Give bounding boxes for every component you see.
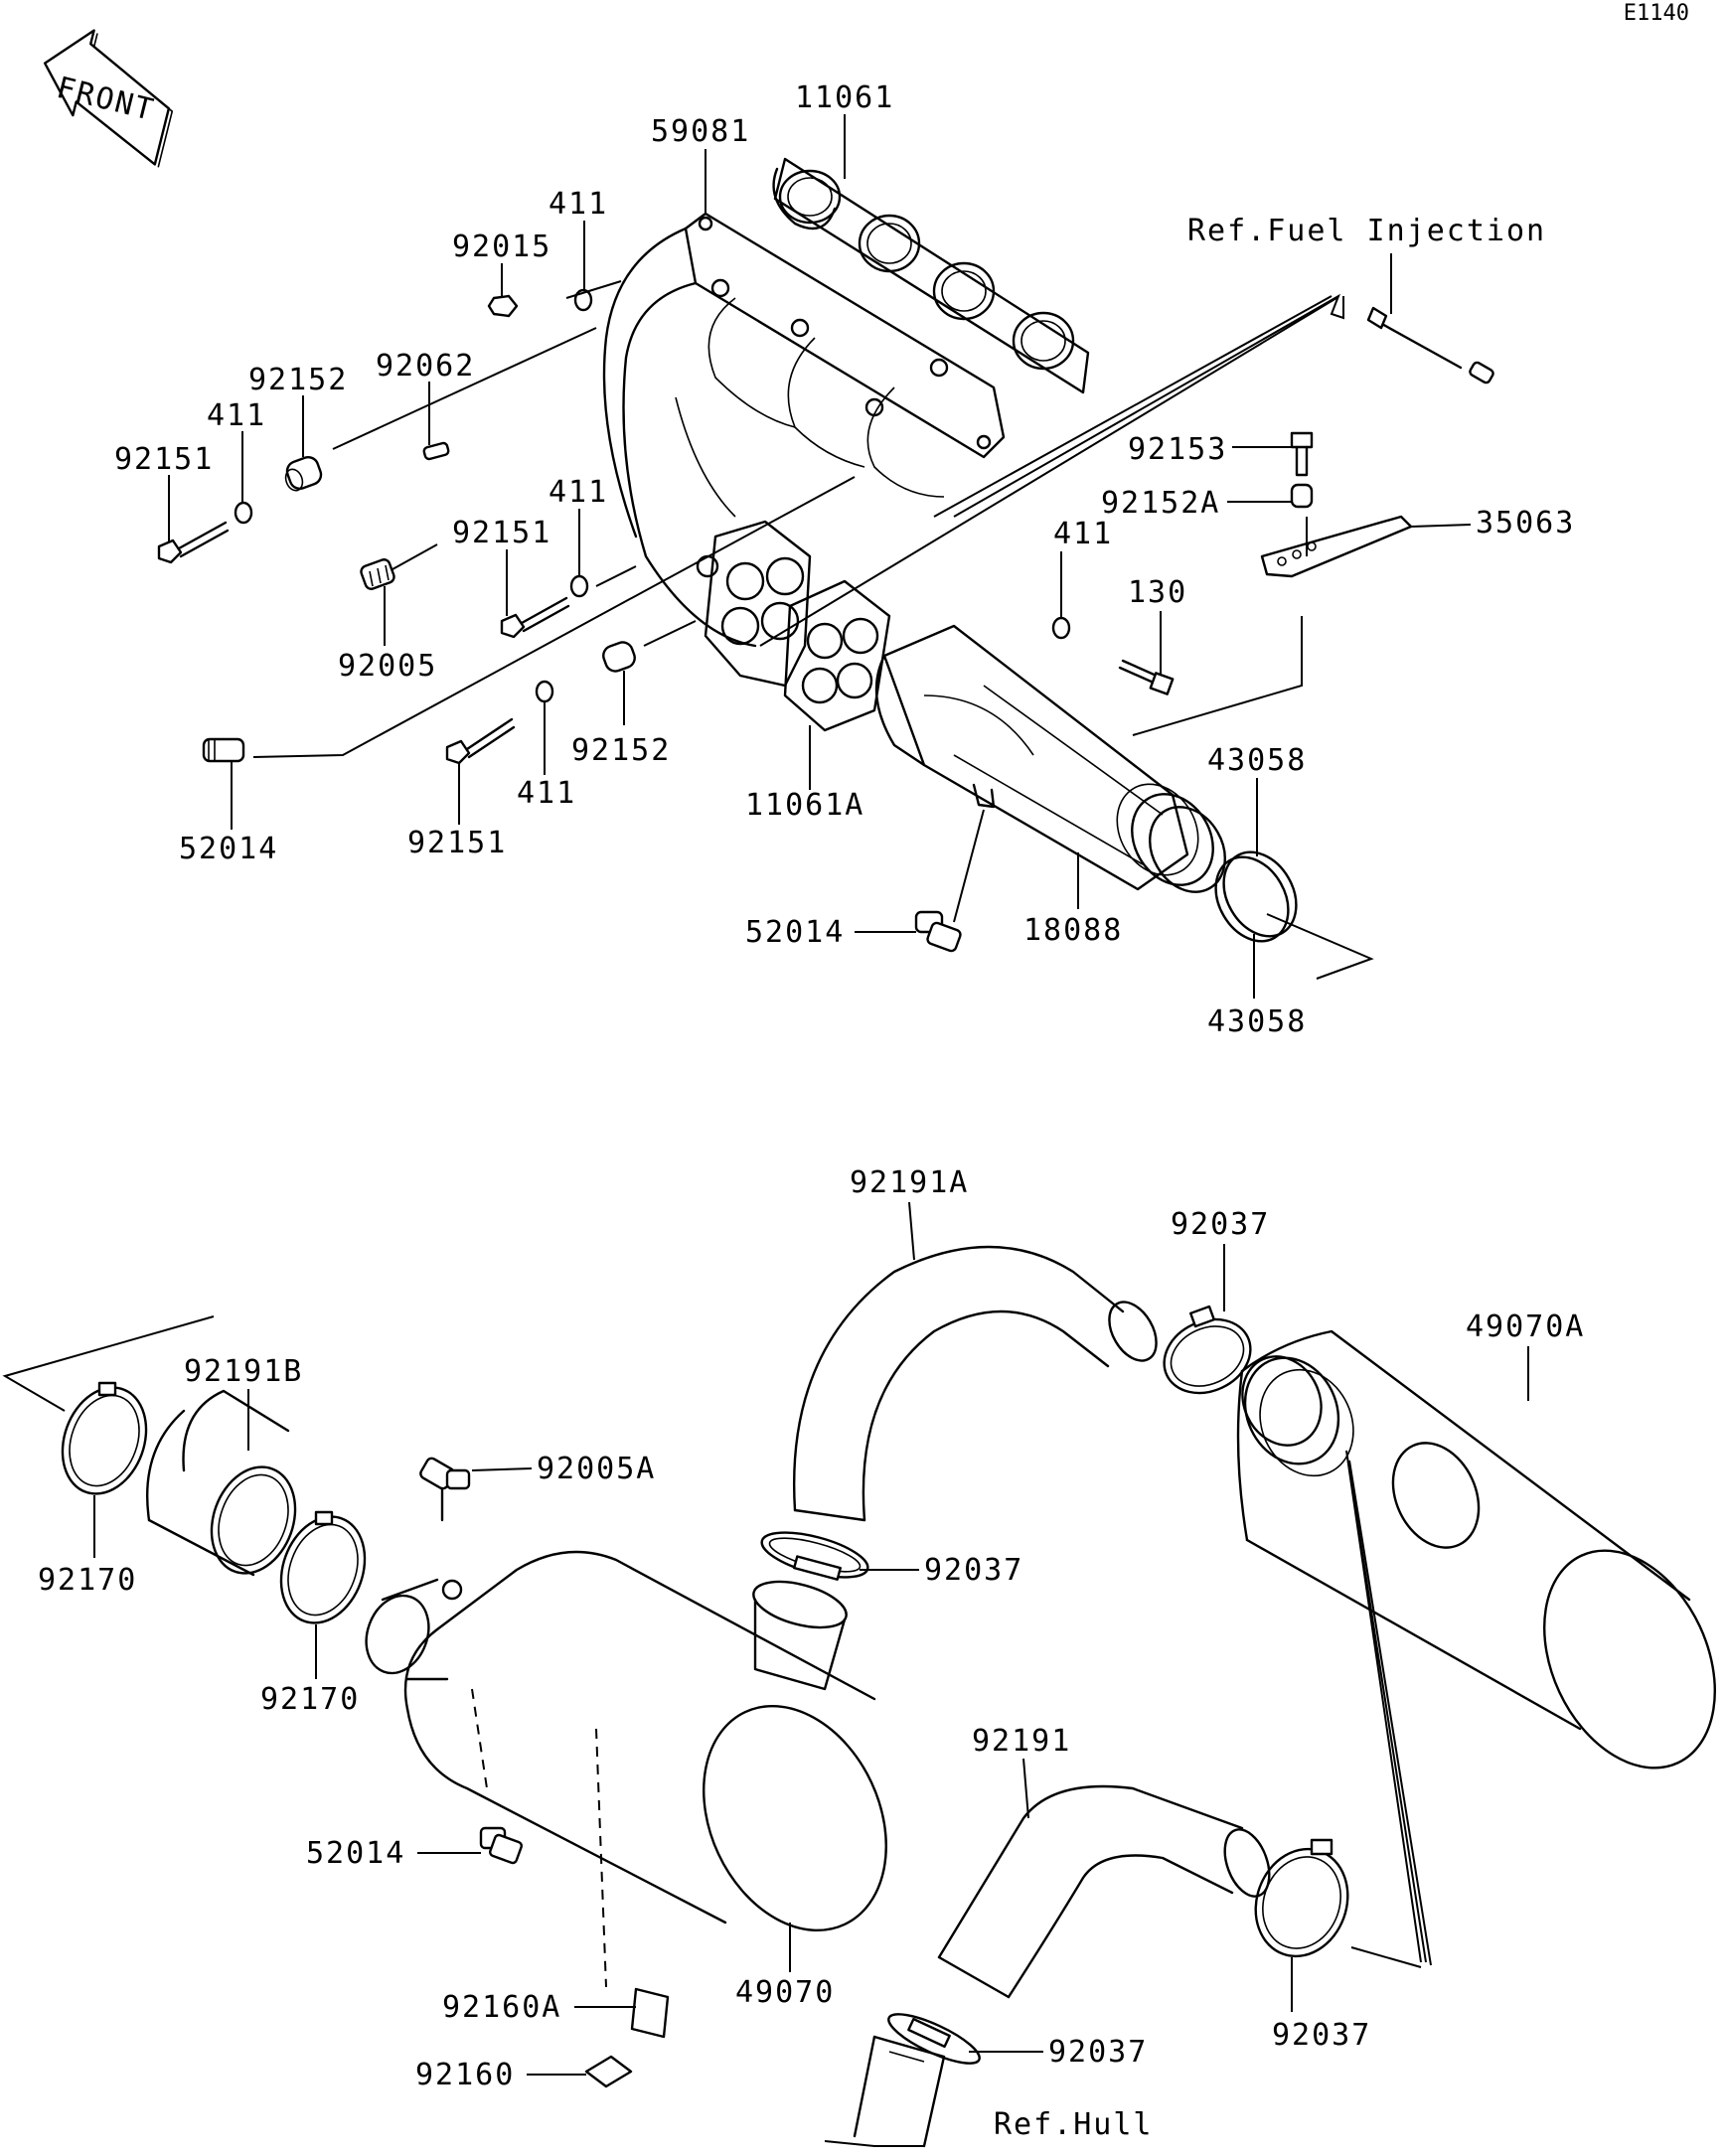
label-92191A: 92191A <box>850 1165 969 1200</box>
label-92151-a: 92151 <box>114 442 214 477</box>
exhaust-manifold <box>602 212 1006 648</box>
ref-hull: Ref.Hull <box>994 2107 1154 2142</box>
label-11061: 11061 <box>795 80 894 115</box>
label-35063: 35063 <box>1476 506 1575 540</box>
label-411-e: 411 <box>517 776 576 811</box>
label-411-c: 411 <box>549 475 608 510</box>
label-92037-b: 92037 <box>924 1553 1023 1588</box>
lower-leader-lines <box>2 1315 1432 1988</box>
label-92151-b: 92151 <box>452 516 551 550</box>
washer-411-d <box>1051 616 1071 640</box>
label-92152-b: 92152 <box>571 733 671 768</box>
front-arrow-icon: FRONT <box>43 29 174 168</box>
washer-411-b <box>234 501 253 525</box>
label-92153: 92153 <box>1128 432 1227 467</box>
label-92160: 92160 <box>415 2058 515 2092</box>
outlet-gasket <box>783 579 891 732</box>
bolt-92151-b <box>500 596 570 639</box>
label-92160A: 92160A <box>442 1990 561 2025</box>
label-49070A: 49070A <box>1466 1309 1585 1344</box>
label-92152-a: 92152 <box>248 363 348 397</box>
label-49070: 49070 <box>735 1975 835 2010</box>
diagram-code: E1140 <box>1624 1 1689 26</box>
label-52014-c: 52014 <box>306 1836 405 1871</box>
exhaust-pipe <box>874 624 1226 893</box>
fitting-92005a <box>419 1457 471 1522</box>
upper-callouts: 11061 59081 411 92015 92152 92062 411 92… <box>114 80 1575 1039</box>
label-plate-92160 <box>584 2055 633 2088</box>
clamp-92037-a <box>1163 1305 1252 1395</box>
bolt-92153 <box>1290 431 1314 477</box>
label-92005A: 92005A <box>537 1452 656 1486</box>
label-92170-a: 92170 <box>38 1563 137 1598</box>
label-plate-92160a <box>630 1987 670 2039</box>
label-92191: 92191 <box>972 1724 1071 1759</box>
fitting-52014-b <box>914 910 962 953</box>
hose-92191a <box>793 1245 1158 1522</box>
label-411-a: 411 <box>549 187 608 222</box>
muffler-49070a <box>1236 1329 1716 1770</box>
seal-rings <box>1214 850 1298 943</box>
mounting-bracket <box>1260 515 1413 578</box>
label-43058-a: 43058 <box>1207 743 1307 778</box>
hull-reference-part <box>824 2035 946 2148</box>
label-92037-a: 92037 <box>1171 1207 1270 1242</box>
clamp-92037-d <box>887 2013 981 2065</box>
bolt-130 <box>1118 659 1175 695</box>
ref-fuel-injection: Ref.Fuel Injection <box>1187 214 1546 248</box>
lower-callouts: 92191A 92037 49070A 92191B 92005A 92170 … <box>38 1165 1585 2142</box>
label-92005: 92005 <box>338 649 437 684</box>
label-92015: 92015 <box>452 230 551 264</box>
muffler-49070 <box>365 1550 887 1932</box>
fitting-92005 <box>360 558 395 590</box>
label-52014-a: 52014 <box>179 832 278 866</box>
label-411-d: 411 <box>1053 517 1113 551</box>
label-59081: 59081 <box>651 114 750 149</box>
exhaust-manifold-gasket <box>772 157 1090 394</box>
washer-411-c <box>569 574 589 598</box>
fitting-52014-c <box>479 1826 523 1865</box>
label-92037-d: 92037 <box>1048 2035 1148 2070</box>
label-43058-b: 43058 <box>1207 1004 1307 1039</box>
label-130: 130 <box>1128 575 1187 610</box>
label-11061A: 11061A <box>745 788 864 823</box>
label-92151-c: 92151 <box>407 826 507 860</box>
label-92062: 92062 <box>376 349 475 384</box>
label-92152A: 92152A <box>1101 486 1220 521</box>
label-52014-b: 52014 <box>745 915 845 950</box>
label-411-b: 411 <box>207 398 266 433</box>
label-92191B: 92191B <box>184 1354 303 1389</box>
fuel-injection-sensor <box>1366 306 1494 385</box>
collar-92152a <box>1290 483 1314 509</box>
clamp-92170-a <box>61 1381 148 1495</box>
fitting-52014-a <box>202 737 245 763</box>
upper-leader-lines <box>252 280 1374 980</box>
bolt-92151-a <box>157 521 230 564</box>
clamp-92170-b <box>279 1510 367 1624</box>
label-92170-b: 92170 <box>260 1682 360 1717</box>
hose-92191 <box>937 1784 1271 1999</box>
hose-92191b <box>145 1389 297 1577</box>
collar-92152-a <box>284 455 323 492</box>
label-18088: 18088 <box>1023 913 1123 948</box>
clamp-92037-c <box>1254 1838 1349 1958</box>
label-92037-c: 92037 <box>1272 2018 1371 2053</box>
bolt-92151-c <box>445 717 516 765</box>
nut-92015 <box>487 294 519 318</box>
washer-411-e <box>535 680 554 703</box>
collar-92152-b <box>602 641 636 673</box>
clamp-92037-b <box>760 1531 869 1581</box>
stud-92062 <box>422 441 450 461</box>
